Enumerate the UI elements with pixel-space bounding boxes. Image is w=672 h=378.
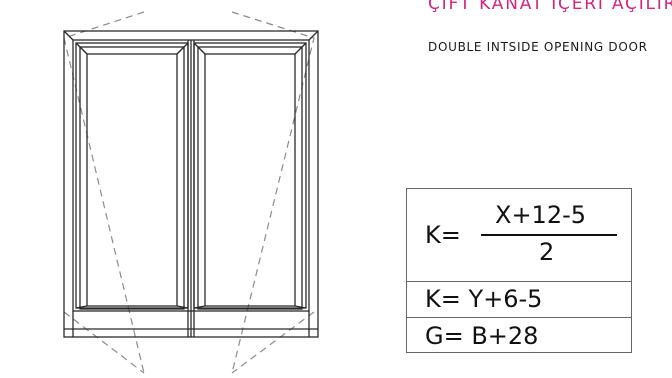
formula-g: G= B+28 xyxy=(425,322,539,350)
left-door-leaf xyxy=(75,42,189,310)
left-leaf-outer xyxy=(75,42,189,309)
drawing-title: ÇİFT KANAT İÇERİ AÇILIR xyxy=(428,0,672,14)
right-sash-swing-line xyxy=(231,11,315,374)
meeting-stile xyxy=(187,40,195,337)
formula-k-label: K= xyxy=(425,221,461,249)
left-leaf-miter-br xyxy=(176,305,189,309)
frame-miter-tr xyxy=(308,30,319,41)
right-leaf-miter-br xyxy=(294,305,307,309)
right-door-leaf xyxy=(193,42,307,310)
left-leaf-sash xyxy=(79,46,185,310)
formula-row-glass: G= B+28 xyxy=(407,317,631,355)
right-leaf-outer xyxy=(193,42,307,309)
formula-table: K= X+12-5 2 K= Y+6-5 G= B+28 xyxy=(406,188,632,353)
formula-denominator: 2 xyxy=(539,238,555,266)
formula-row-k-height: K= Y+6-5 xyxy=(407,281,631,318)
left-leaf-panel xyxy=(86,53,178,307)
frame-miter-tl xyxy=(63,30,74,41)
right-sash-swing-line-bottom xyxy=(231,311,315,374)
left-leaf-miter-bl xyxy=(75,305,88,309)
formula-numerator: X+12-5 xyxy=(495,201,587,229)
right-leaf-sash xyxy=(197,46,303,310)
right-leaf-miter-tl xyxy=(193,42,206,55)
formula-row-k-width: K= X+12-5 2 xyxy=(407,189,631,281)
left-leaf-miter-tl xyxy=(75,42,88,55)
formula-k-height: K= Y+6-5 xyxy=(425,285,543,313)
left-sash-swing-line-bottom xyxy=(63,311,145,374)
swing-lines xyxy=(63,11,315,374)
left-leaf-miter-tr xyxy=(176,42,189,55)
right-leaf-miter-tr xyxy=(294,42,307,55)
right-leaf-miter-bl xyxy=(193,305,206,309)
drawing-subtitle: DOUBLE INTSIDE OPENING DOOR xyxy=(428,40,648,54)
right-leaf-panel xyxy=(204,53,296,307)
fraction-bar xyxy=(481,234,617,236)
